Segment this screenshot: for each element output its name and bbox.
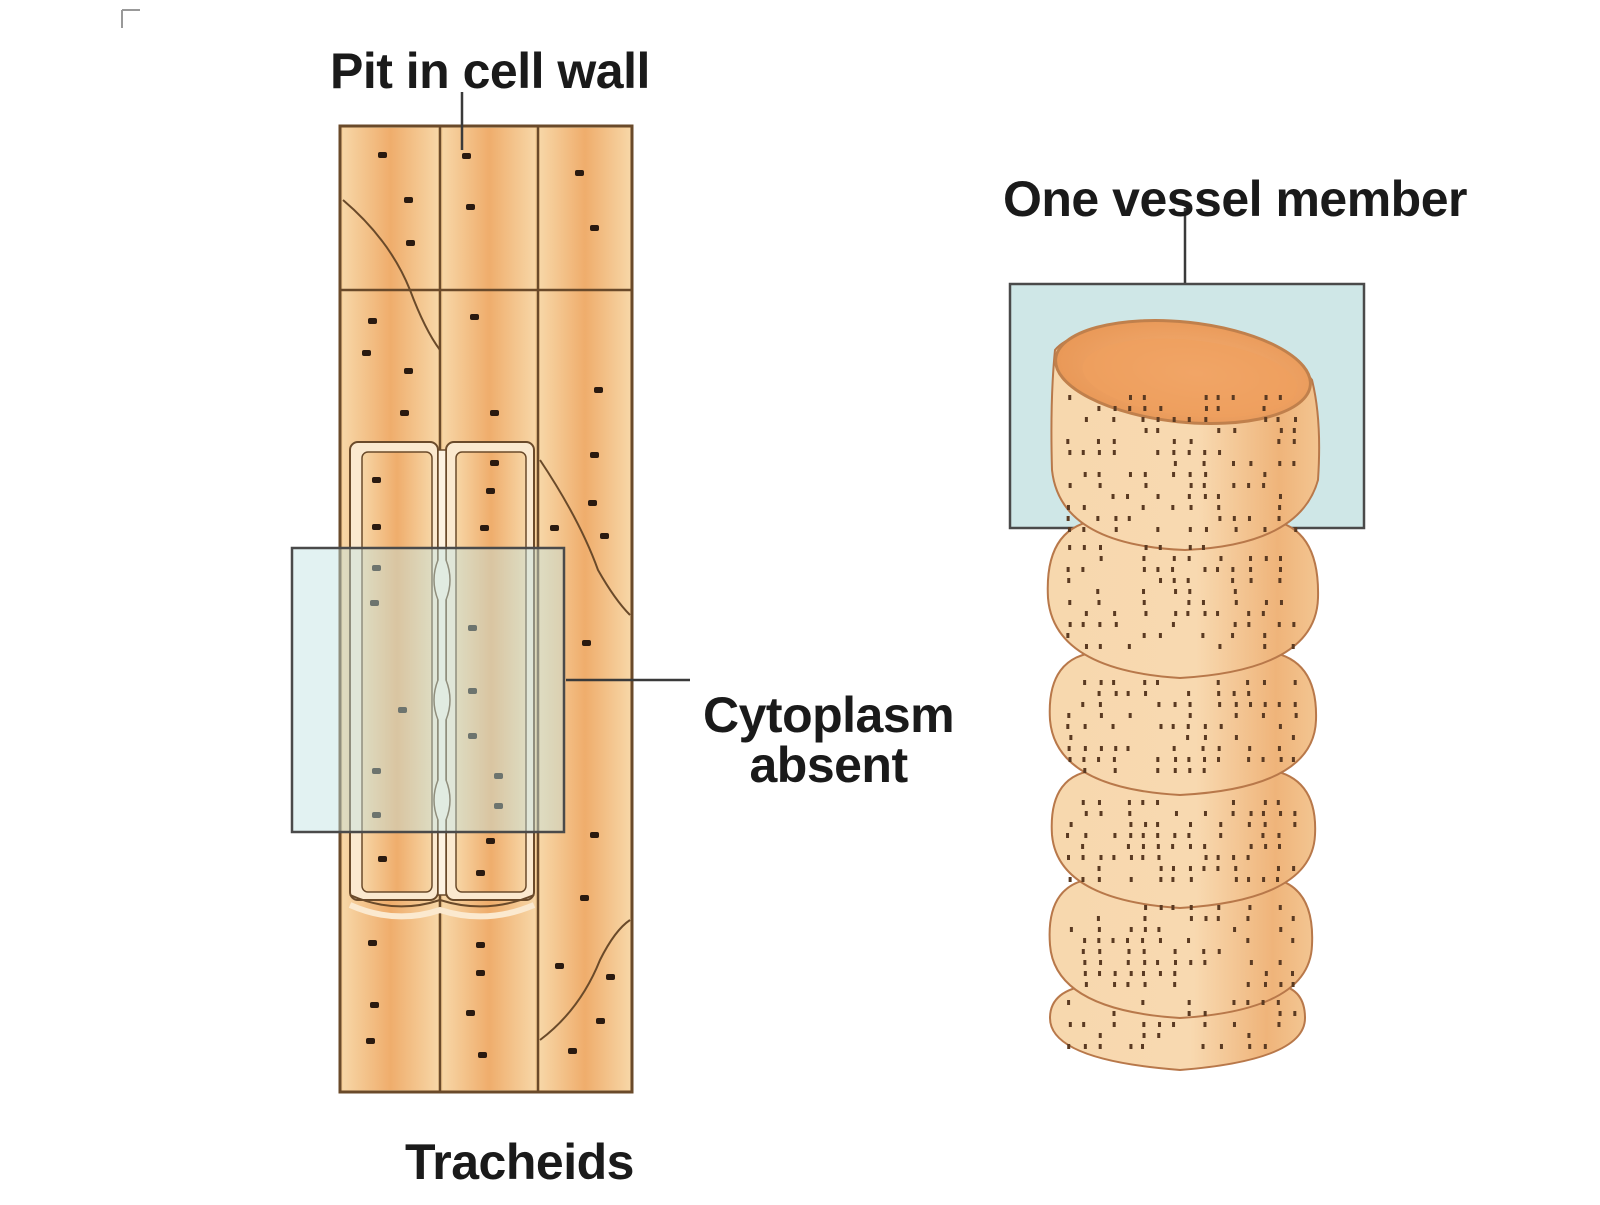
tracheid-column-3 xyxy=(540,128,630,1090)
corner-mark xyxy=(121,9,140,28)
cytoplasm-label-line-2: absent xyxy=(749,737,908,793)
vessel-illustration xyxy=(1008,282,1366,1072)
cytoplasm-absent-label: Cytoplasm absent xyxy=(703,687,955,793)
vessel-pits xyxy=(1066,395,1298,1049)
tracheid-pits xyxy=(362,152,615,1058)
cytoplasm-label-line-1: Cytoplasm xyxy=(703,687,955,743)
vessel-member-label: One vessel member xyxy=(1003,171,1468,227)
tracheids-illustration xyxy=(338,124,634,1094)
tracheids-label: Tracheids xyxy=(405,1134,634,1190)
cytoplasm-highlight-box xyxy=(290,546,566,834)
pit-label: Pit in cell wall xyxy=(330,43,650,99)
